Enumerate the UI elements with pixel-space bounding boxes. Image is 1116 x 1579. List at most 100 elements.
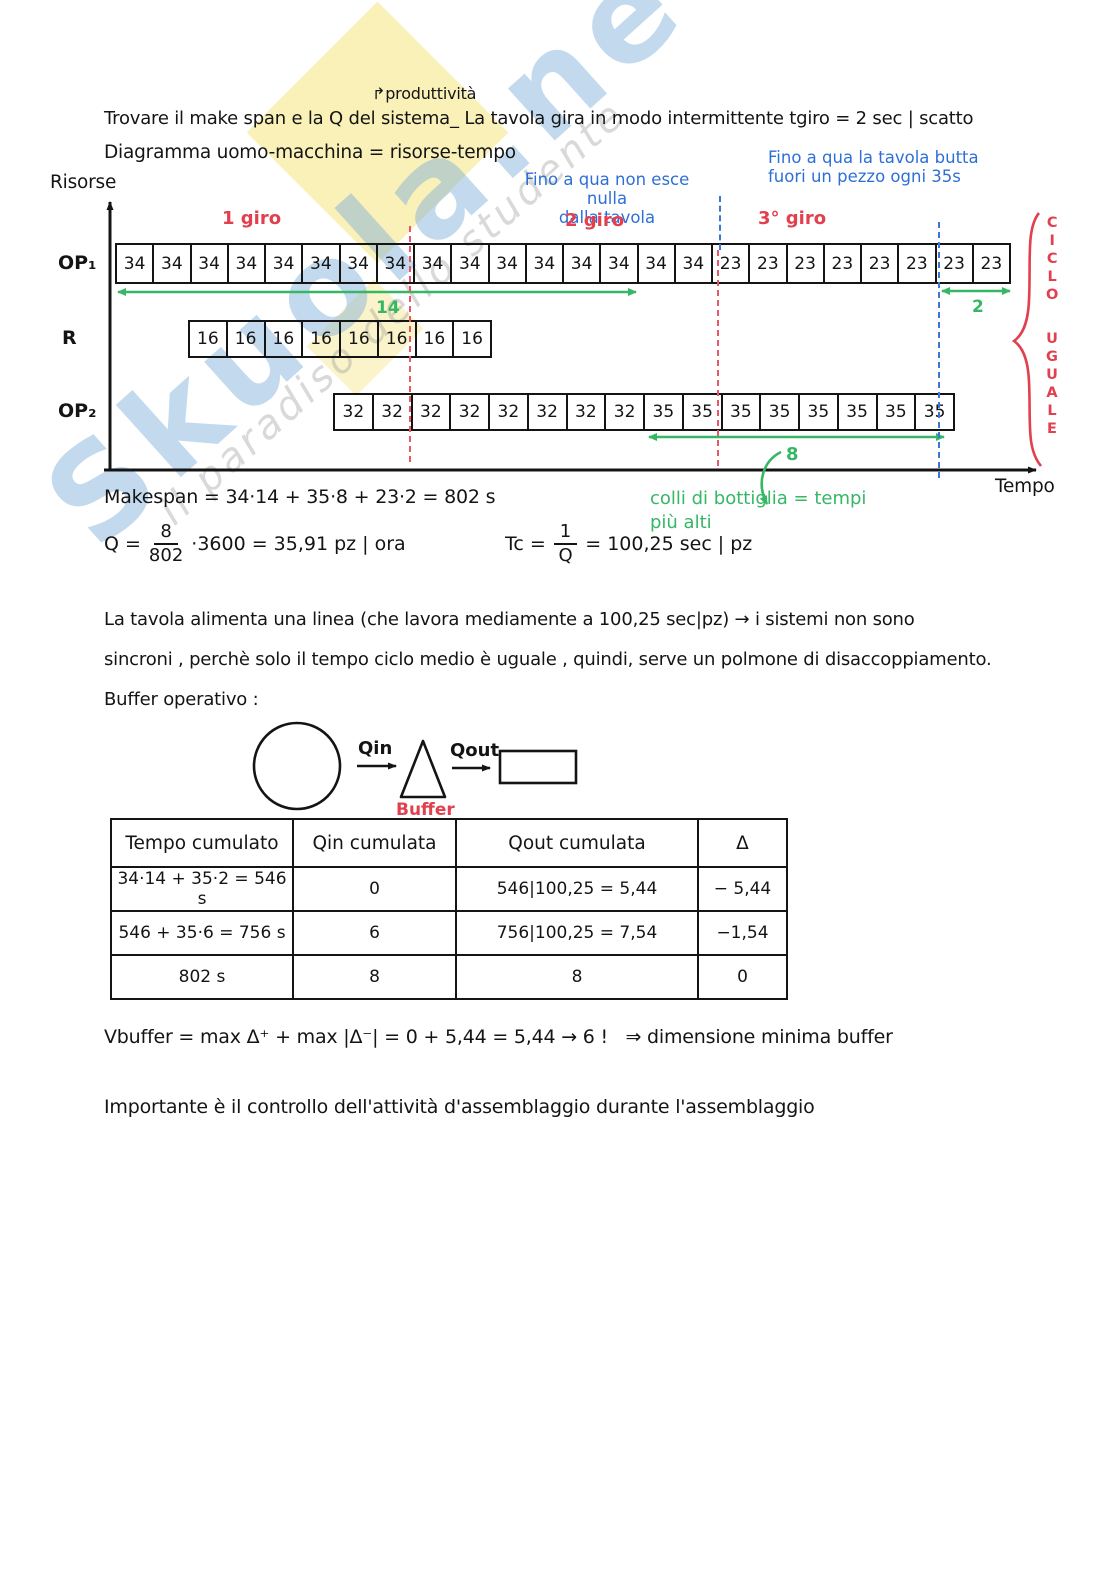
diagram-cell: 16 [414,322,453,356]
diagram-cell: 16 [452,322,490,356]
blue-note-2-line2: fuori un pezzo ogni 35s [768,167,961,186]
source-circle [252,721,342,811]
table-cell: −1,54 [697,910,788,956]
table-cell: 802 s [110,954,294,1000]
diagram-cell: 23 [934,245,972,282]
diagram-cell: 34 [487,245,525,282]
diagram-cell: 32 [342,402,365,422]
blue-note-1-line1: Fino a qua non esce nulla [524,170,690,208]
table-cell: 0 [292,866,457,912]
blue-note-2-line1: Fino a qua la tavola butta [768,148,979,167]
tc-numerator: 1 [553,522,578,545]
diagram-cell: 23 [711,245,748,282]
diagram-cell: 16 [339,322,377,356]
subtitle-line: Diagramma uomo-macchina = risorse-tempo [104,142,516,163]
brace-word-ciclo: C I C L O [1046,215,1059,303]
makespan-formula: Makespan = 34·14 + 35·8 + 23·2 = 802 s [104,486,496,508]
row-label-op1: OP₁ [58,252,97,274]
dashed-line-blue-1 [719,196,721,250]
giro-2-label: 2 giro [565,210,625,231]
diagram-cell: 23 [860,245,897,282]
bottleneck-note-line2: più alti [650,512,712,533]
vbuffer-line: Vbuffer = max Δ⁺ + max |Δ⁻| = 0 + 5,44 =… [104,1026,893,1048]
q-fraction: 8 802 [149,522,183,566]
diagram-cell: 34 [562,245,599,282]
q-formula: Q = 8 802 ·3600 = 35,91 pz | ora [104,522,406,566]
giro-3-label: 3° giro [758,208,827,229]
diagram-cell: 35 [914,395,953,429]
final-note: Importante è il controllo dell'attività … [104,1096,815,1118]
table-cell: 8 [292,954,457,1000]
diagram-cell: 32 [488,395,527,429]
paragraph-line1: La tavola alimenta una linea (che lavora… [104,609,915,630]
tc-rhs: = 100,25 sec | pz [585,533,753,555]
table-cell: 0 [697,954,788,1000]
diagram-cell: 34 [599,245,636,282]
table-cell: 546|100,25 = 5,44 [455,866,699,912]
q-rhs: ·3600 = 35,91 pz | ora [191,533,406,555]
ciclo-uguale-brace [1011,212,1043,467]
diagram-cell: 35 [759,395,798,429]
dashed-line-blue-2 [938,222,940,478]
table-header-cell: Δ [697,818,788,868]
x-axis-label: Tempo [995,476,1055,497]
paragraph-line2: sincroni , perchè solo il tempo ciclo me… [104,649,992,670]
diagram-cell: 23 [822,245,860,282]
buffer-triangle [399,739,447,799]
diagram-cell: 16 [225,322,264,356]
arrow-label-2: 2 [972,297,984,317]
diagram-cell: 34 [636,245,674,282]
diagram-cell: 32 [449,395,488,429]
diagram-cell: 34 [264,245,301,282]
paragraph-line3: Buffer operativo : [104,689,259,710]
blue-note-1-line2: dalla tavola [558,208,656,227]
diagram-cell: 35 [643,395,682,429]
diagram-cell: 35 [875,395,915,429]
diagram-cell: 32 [604,395,643,429]
tc-formula: Tc = 1 Q = 100,25 sec | pz [505,522,752,566]
diagram-cell: 35 [836,395,876,429]
diagram-cell: 34 [338,245,376,282]
diagram-cell: 34 [673,245,711,282]
diagram-cell: 34 [450,245,487,282]
tc-fraction: 1 Q [553,522,578,566]
table-cell: − 5,44 [697,866,788,912]
diagram-cell: 34 [524,245,562,282]
arrow-label-8: 8 [786,444,799,465]
table-header-cell: Qin cumulata [292,818,457,868]
diagram-cell: 35 [681,395,721,429]
y-axis-label: Risorse [50,172,117,193]
bottleneck-pointer-arrow [759,450,782,505]
diagram-cell: 34 [301,245,338,282]
q-lhs: Q = [104,533,141,555]
diagram-cell: 23 [785,245,823,282]
brace-word-uguale: U G U A L E [1046,331,1058,437]
giro-1-label: 1 giro [222,208,282,229]
diagram-cell: 32 [565,395,605,429]
diagram-cell: 32 [526,395,566,429]
vbuffer-formula: Vbuffer = max Δ⁺ + max |Δ⁻| = 0 + 5,44 =… [104,1026,608,1048]
diagram-cell: 23 [897,245,934,282]
tc-lhs: Tc = [505,533,546,555]
table-header-cell: Tempo cumulato [110,818,294,868]
table-cell: 8 [455,954,699,1000]
diagram-cell: 35 [798,395,837,429]
vbuffer-note: ⇒ dimensione minima buffer [625,1026,893,1048]
diagram-cell: 35 [720,395,760,429]
qin-label: Qin [358,738,393,759]
productivity-annotation: ↱produttività [372,84,477,103]
diagram-cell: 16 [301,322,339,356]
dashed-line-red-2 [717,250,719,466]
diagram-cell: 16 [197,329,219,349]
table-header-cell: Qout cumulata [455,818,699,868]
table-cell: 34·14 + 35·2 = 546 s [110,866,294,912]
diagram-cell: 34 [152,245,189,282]
diagram-cell: 32 [410,395,450,429]
